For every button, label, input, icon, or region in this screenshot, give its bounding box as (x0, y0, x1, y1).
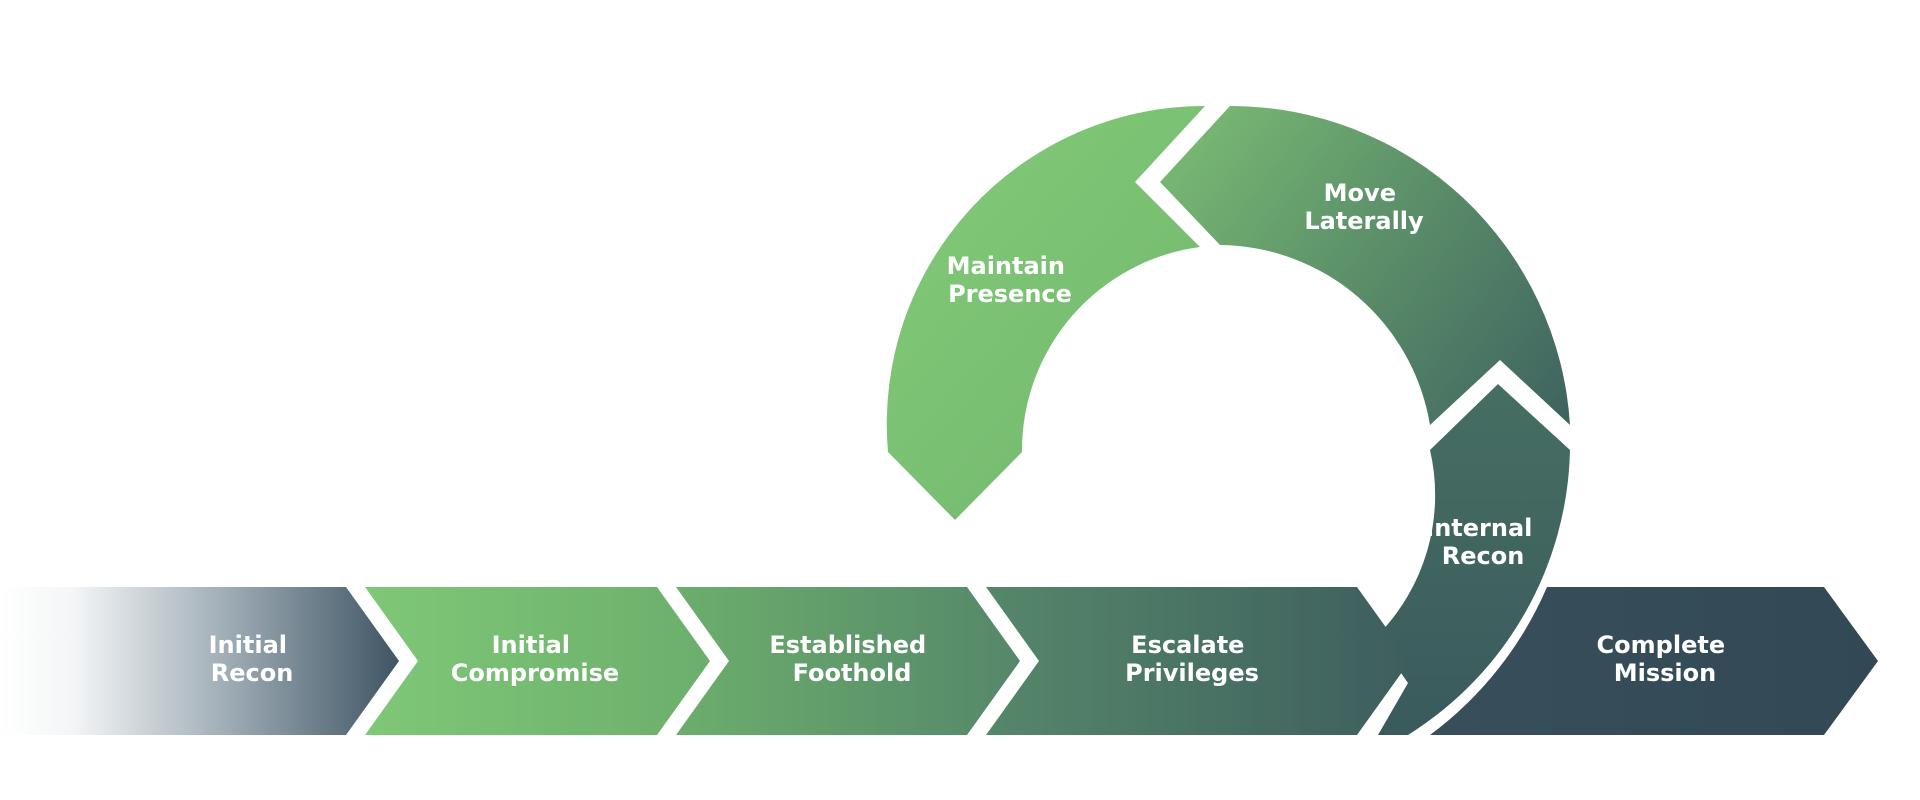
stage-internal-recon-shape (1376, 384, 1570, 735)
stage-maintain-presence-label: Maintain Presence (947, 252, 1074, 308)
stage-escalate-privileges-shape (986, 587, 1410, 735)
stage-initial-recon-shape (0, 587, 399, 735)
stage-move-laterally-label: Move Laterally (1304, 179, 1424, 235)
stage-initial-compromise-shape (365, 587, 710, 735)
stage-initial-compromise-label: Initial Compromise (451, 631, 619, 687)
stage-initial-recon-label: Initial Recon (209, 631, 296, 687)
stage-complete-mission-shape (1430, 587, 1878, 735)
stage-complete-mission-label: Complete Mission (1597, 631, 1734, 687)
stage-move-laterally-shape (1160, 105, 1570, 425)
stage-maintain-presence-shape (886, 105, 1205, 520)
stage-established-foothold-shape (676, 587, 1020, 735)
stage-escalate-privileges-label: Escalate Privileges (1125, 631, 1259, 687)
stage-established-foothold-label: Established Foothold (769, 631, 934, 687)
stage-internal-recon-label: Internal Recon (1425, 514, 1540, 570)
